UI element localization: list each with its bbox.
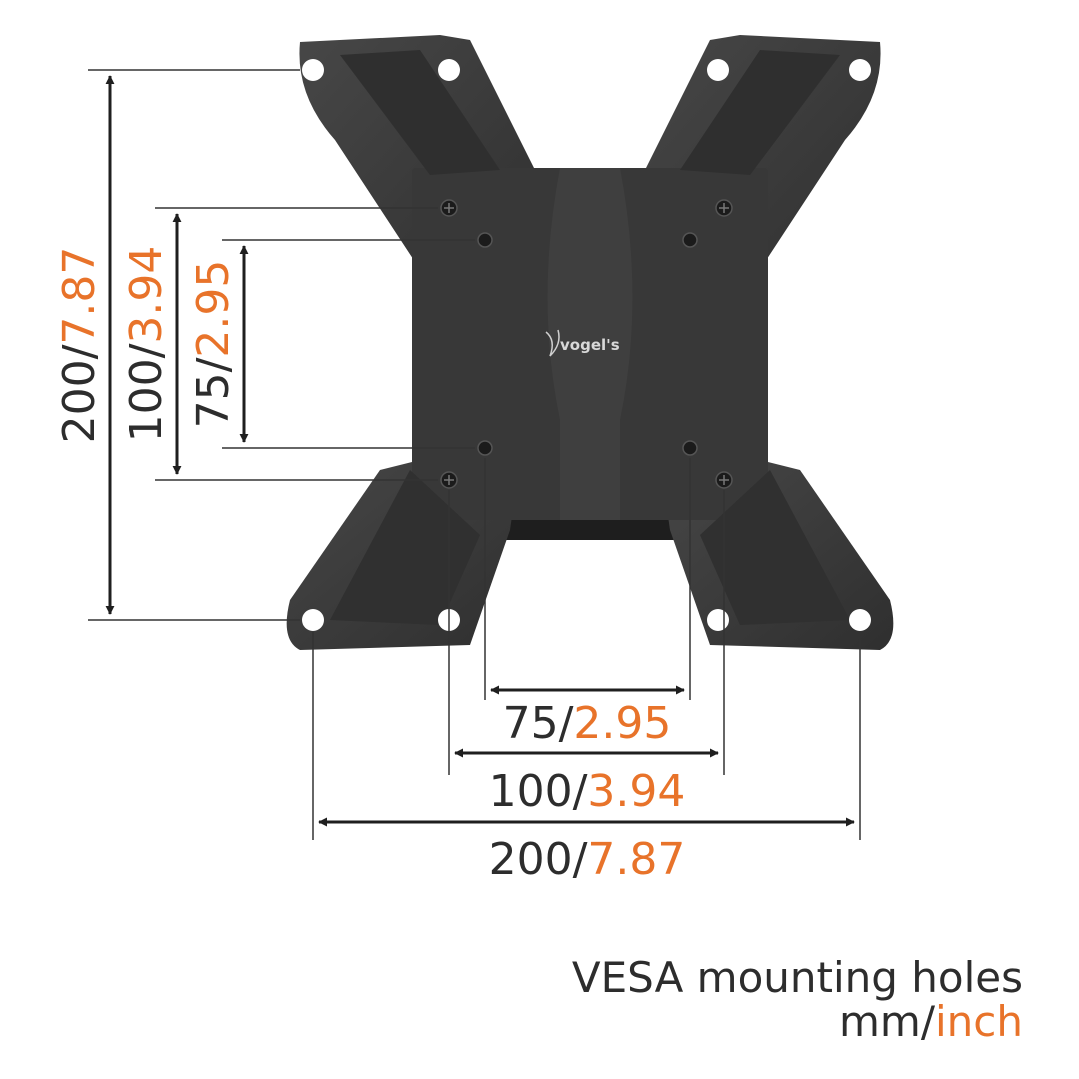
hole-200-bottom-right xyxy=(849,609,871,631)
hole-75-bottom-left xyxy=(477,440,493,456)
caption-unit-inch: inch xyxy=(935,997,1023,1047)
caption-units: mm/inch xyxy=(572,1000,1023,1044)
hole-75-top-left xyxy=(477,232,493,248)
hole-200-bottom-left xyxy=(302,609,324,631)
caption: VESA mounting holes mm/inch xyxy=(571,953,1023,1044)
hole-200-top-left xyxy=(302,59,324,81)
hole-75-bottom-right xyxy=(682,440,698,456)
logo-swoosh-icon xyxy=(545,329,560,357)
hole-top-right-inner xyxy=(707,59,729,81)
screw-100-top-left xyxy=(440,199,458,217)
label-v200: 200/7.87 xyxy=(54,247,105,444)
hole-top-left-inner xyxy=(438,59,460,81)
screw-100-top-right xyxy=(715,199,733,217)
holes xyxy=(302,59,871,631)
extension-lines-vertical xyxy=(88,69,475,621)
caption-title: VESA mounting holes xyxy=(571,953,1023,1002)
vogels-logo: vogel's xyxy=(545,329,620,357)
extension-lines-horizontal xyxy=(312,458,861,840)
hole-75-top-right xyxy=(682,232,698,248)
hole-200-top-right xyxy=(849,59,871,81)
hole-bottom-right-inner xyxy=(707,609,729,631)
mounting-plate xyxy=(286,35,894,650)
screw-100-bottom-right xyxy=(715,471,733,489)
label-h100: 100/3.94 xyxy=(489,766,686,817)
label-h200: 200/7.87 xyxy=(489,834,686,885)
label-v100: 100/3.94 xyxy=(121,246,172,443)
screw-100-bottom-left xyxy=(440,471,458,489)
caption-unit-mm: mm/ xyxy=(839,997,935,1047)
logo-text: vogel's xyxy=(560,336,620,354)
dimension-arrows xyxy=(105,75,855,827)
label-v75: 75/2.95 xyxy=(188,260,239,429)
label-h75: 75/2.95 xyxy=(503,698,672,749)
